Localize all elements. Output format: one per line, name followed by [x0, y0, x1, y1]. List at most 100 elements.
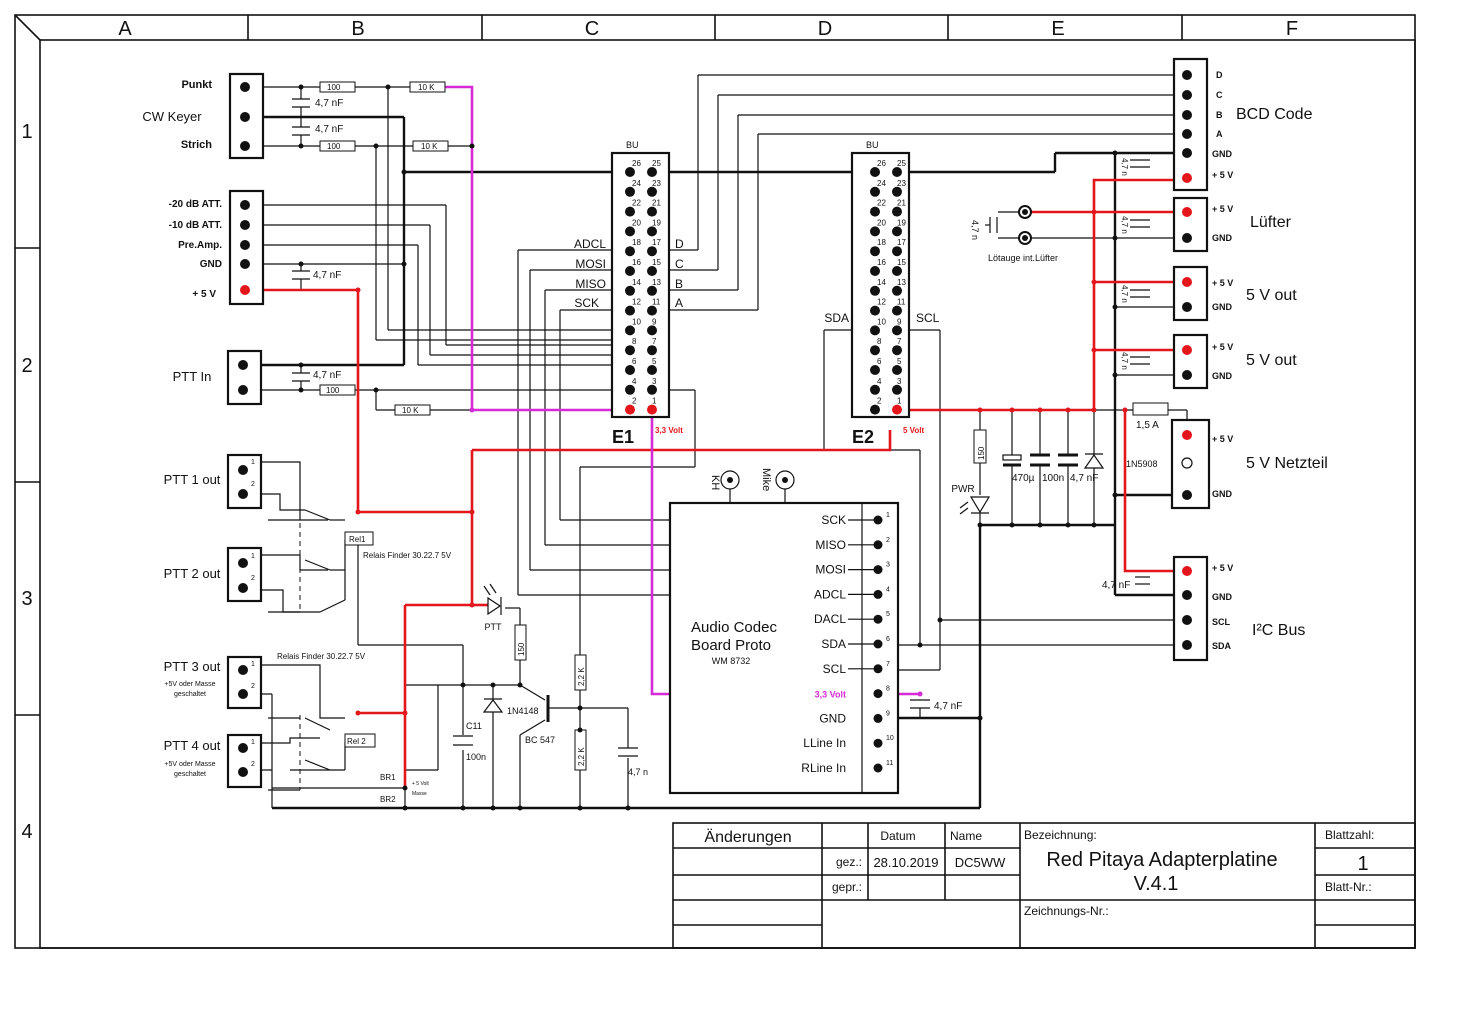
codec-cap-value: 4,7 nF [934, 701, 962, 712]
e2pins-pin-23 [892, 186, 902, 197]
e1pins-pin-number-14: 14 [632, 278, 641, 287]
e1pins-pin-18 [625, 246, 635, 257]
e2pins-pin-5 [892, 365, 902, 375]
fan-solder-label: Lötauge int.Lüfter [988, 253, 1058, 263]
e2pins-pin-number-5: 5 [897, 357, 902, 366]
bcd-connector[interactable] [1172, 57, 1209, 192]
cap-4n7: 4,7 nF [1070, 473, 1098, 484]
e2pins-pin-number-24: 24 [877, 179, 886, 188]
out2-5v-label: + 5 V [1212, 342, 1233, 352]
ptt1-connector[interactable] [226, 453, 263, 510]
e1pins-pin-14 [625, 285, 635, 296]
e1pins-pin-number-7: 7 [652, 337, 657, 346]
5v-out-2-connector[interactable] [1172, 333, 1209, 390]
diode-1n5908 [1083, 453, 1105, 469]
sheet-count: 1 [1357, 853, 1368, 875]
codec-jacks [720, 470, 795, 503]
out1-decoupling-cap: 4,7 n [1120, 285, 1129, 303]
bridge-note-5v: + 5 Volt [412, 781, 429, 787]
e2pins-pin-number-18: 18 [877, 238, 886, 247]
cw-r3-value: 10 K [418, 83, 435, 92]
e1pins-pin-number-6: 6 [632, 357, 637, 366]
i2c-scl-label: SCL [1212, 617, 1231, 627]
e2pins-pin-18 [870, 246, 880, 257]
e2pins-pin-16 [870, 266, 880, 276]
codec-pin-number-10: 10 [886, 735, 894, 742]
5v-out-1-connector[interactable] [1172, 265, 1209, 322]
codec-pin-10 [873, 738, 883, 748]
e2pins-pin-22 [870, 206, 880, 217]
sheet-count-label: Blattzahl: [1325, 828, 1374, 842]
codec-line-1: Audio Codec [691, 619, 777, 636]
e2pins-pin-2 [870, 404, 880, 415]
resistor-2k2-bottom-value: 2,2 K [577, 747, 586, 766]
i2c-label: I²C Bus [1252, 622, 1305, 639]
ptt-pin-numbers: 12 12 12 12 [251, 459, 255, 768]
e1pins-pin-number-17: 17 [652, 238, 661, 247]
audio-codec-board[interactable] [668, 501, 900, 795]
att-cap [292, 270, 310, 280]
relay-1-note: Relais Finder 30.22.7 5V [363, 551, 452, 560]
ptt3-connector[interactable] [226, 655, 263, 710]
drawn-name: DC5WW [955, 855, 1006, 870]
bridge-1-label: BR1 [380, 773, 396, 782]
e1-volt-label: 3,3 Volt [655, 426, 683, 435]
psu-gnd-label: GND [1212, 489, 1233, 499]
codec-cap [910, 699, 930, 718]
grid-col-a: A [118, 18, 132, 40]
e1-b-label: B [675, 277, 683, 291]
c11-value: 100n [466, 752, 486, 762]
e2pins-pin-26 [870, 167, 880, 177]
fan-pad-cap-value: 4,7 n [970, 220, 980, 240]
svg-text:1: 1 [251, 459, 255, 466]
out2-gnd-label: GND [1212, 371, 1233, 381]
cw-resistor-1 [319, 81, 356, 93]
ptt3-note-1: +5V oder Masse [164, 681, 215, 688]
e2pins-pin-number-23: 23 [897, 179, 906, 188]
e1-bu-label: BU [626, 140, 639, 150]
codec-jack-kh: KH [709, 475, 721, 490]
e2-header[interactable] [850, 151, 911, 419]
relay-2-note: Relais Finder 30.22.7 5V [277, 652, 366, 661]
psu-label: 5 V Netzteil [1246, 455, 1328, 472]
e1pins-pin-number-24: 24 [632, 179, 641, 188]
e1-miso-label: MISO [575, 277, 606, 291]
att-10db-label: -10 dB ATT. [169, 220, 223, 231]
att-preamp-label: Pre.Amp. [178, 240, 222, 251]
grid-col-d: D [818, 18, 832, 40]
ptt4-connector[interactable] [226, 733, 263, 789]
e1pins-pin-2 [625, 404, 635, 415]
ptt-led-resistor-value: 150 [517, 642, 526, 656]
codec-pin-label-9: GND [819, 711, 846, 725]
e1pins-pin-23 [647, 186, 657, 197]
codec-pin-8 [873, 689, 883, 699]
codec-pin-11 [873, 763, 883, 773]
filter-caps [1002, 453, 1078, 467]
fan-connector[interactable] [1172, 196, 1209, 253]
ptt-in-cap [292, 372, 310, 382]
e1pins-pin-number-20: 20 [632, 218, 641, 227]
e1-header[interactable] [610, 151, 671, 419]
e1pins-pin-1 [647, 404, 657, 415]
cw-resistor-4 [412, 140, 449, 152]
svg-text:GND: GND [1212, 149, 1233, 159]
grid-col-f: F [1286, 18, 1298, 40]
fuse-value: 1,5 A [1136, 420, 1159, 431]
e1pins-pin-number-19: 19 [652, 218, 661, 227]
codec-line-2: Board Proto [691, 637, 771, 654]
cw-r4-value: 10 K [421, 142, 438, 151]
red-5v-wires [245, 178, 1187, 790]
ptt2-connector[interactable] [226, 546, 263, 603]
date-label: Datum [880, 829, 915, 843]
e1pins-pin-number-21: 21 [652, 199, 661, 208]
svg-text:B: B [1216, 110, 1223, 120]
ptt-in-r1-value: 100 [326, 386, 340, 395]
cw-cap-2: 4,7 nF [315, 124, 343, 135]
codec-pin-number-4: 4 [886, 586, 890, 593]
row-labels: 1 2 3 4 [21, 121, 32, 843]
codec-pin-9 [873, 713, 883, 723]
ptt-led-label: PTT [485, 622, 503, 632]
ptt-in-connector[interactable] [226, 349, 263, 406]
